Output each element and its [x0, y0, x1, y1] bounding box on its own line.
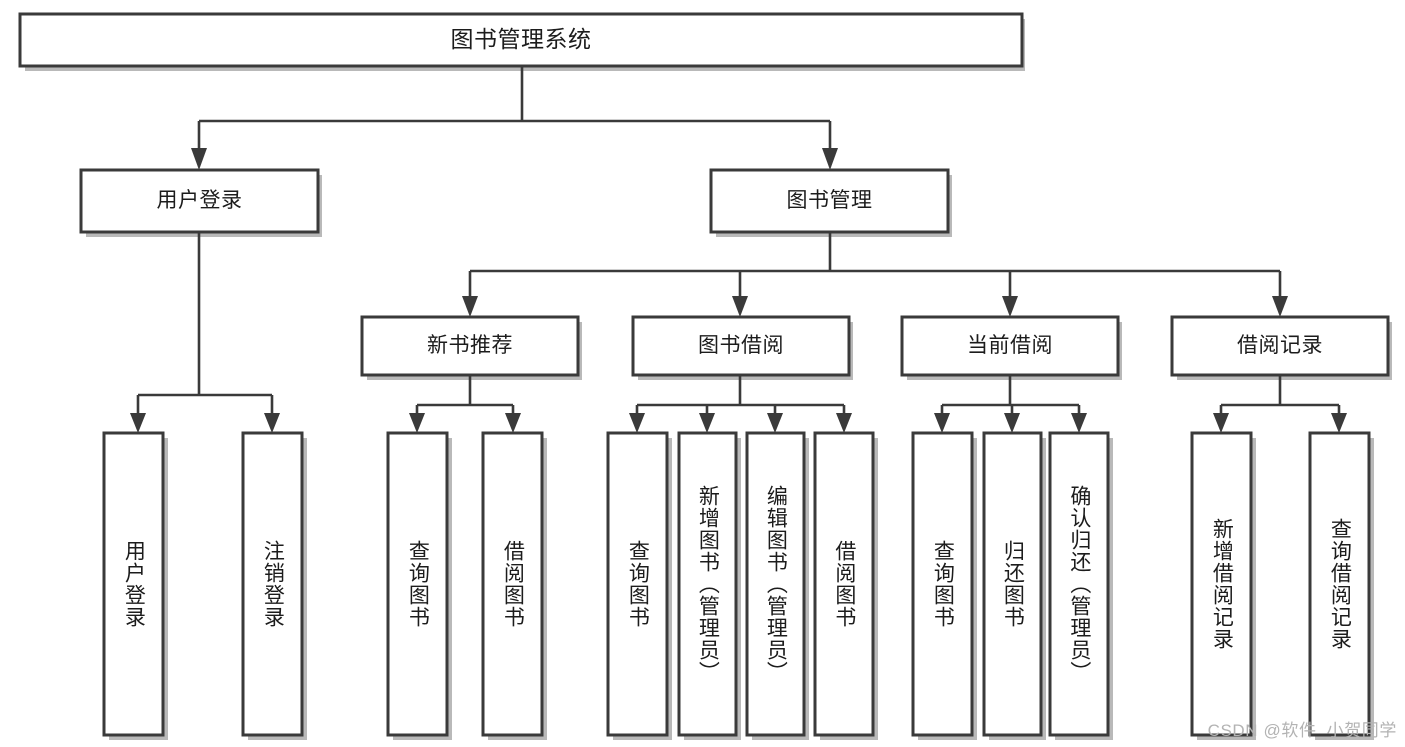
- node-box-leaf-query-book-a[interactable]: [386, 431, 449, 737]
- node-box-current-borrow[interactable]: [900, 315, 1120, 377]
- node-box-leaf-query-record[interactable]: [1308, 431, 1371, 737]
- node-box-leaf-query-book-c[interactable]: [911, 431, 974, 737]
- node-box-leaf-user-login[interactable]: [102, 431, 165, 737]
- connector-arrowheads: [130, 148, 1347, 433]
- node-box-borrow-record[interactable]: [1170, 315, 1390, 377]
- node-box-leaf-edit-book[interactable]: [745, 431, 806, 737]
- connector-lines: [136, 66, 1341, 415]
- node-box-leaf-query-book-b[interactable]: [606, 431, 669, 737]
- node-box-book-borrow[interactable]: [631, 315, 851, 377]
- node-box-leaf-add-record[interactable]: [1190, 431, 1253, 737]
- node-box-leaf-borrow-book-b[interactable]: [813, 431, 875, 737]
- node-box-leaf-return-book[interactable]: [982, 431, 1043, 737]
- node-box-leaf-borrow-book-a[interactable]: [481, 431, 544, 737]
- node-box-leaf-add-book[interactable]: [677, 431, 738, 737]
- node-box-leaf-confirm-return[interactable]: [1048, 431, 1110, 737]
- node-box-new-book-recommend[interactable]: [360, 315, 580, 377]
- node-box-leaf-logout[interactable]: [241, 431, 304, 737]
- node-box-user-login[interactable]: [79, 168, 320, 234]
- node-box-book-management[interactable]: [709, 168, 950, 234]
- node-box-root[interactable]: [18, 12, 1024, 68]
- node-boxes: [18, 12, 1390, 737]
